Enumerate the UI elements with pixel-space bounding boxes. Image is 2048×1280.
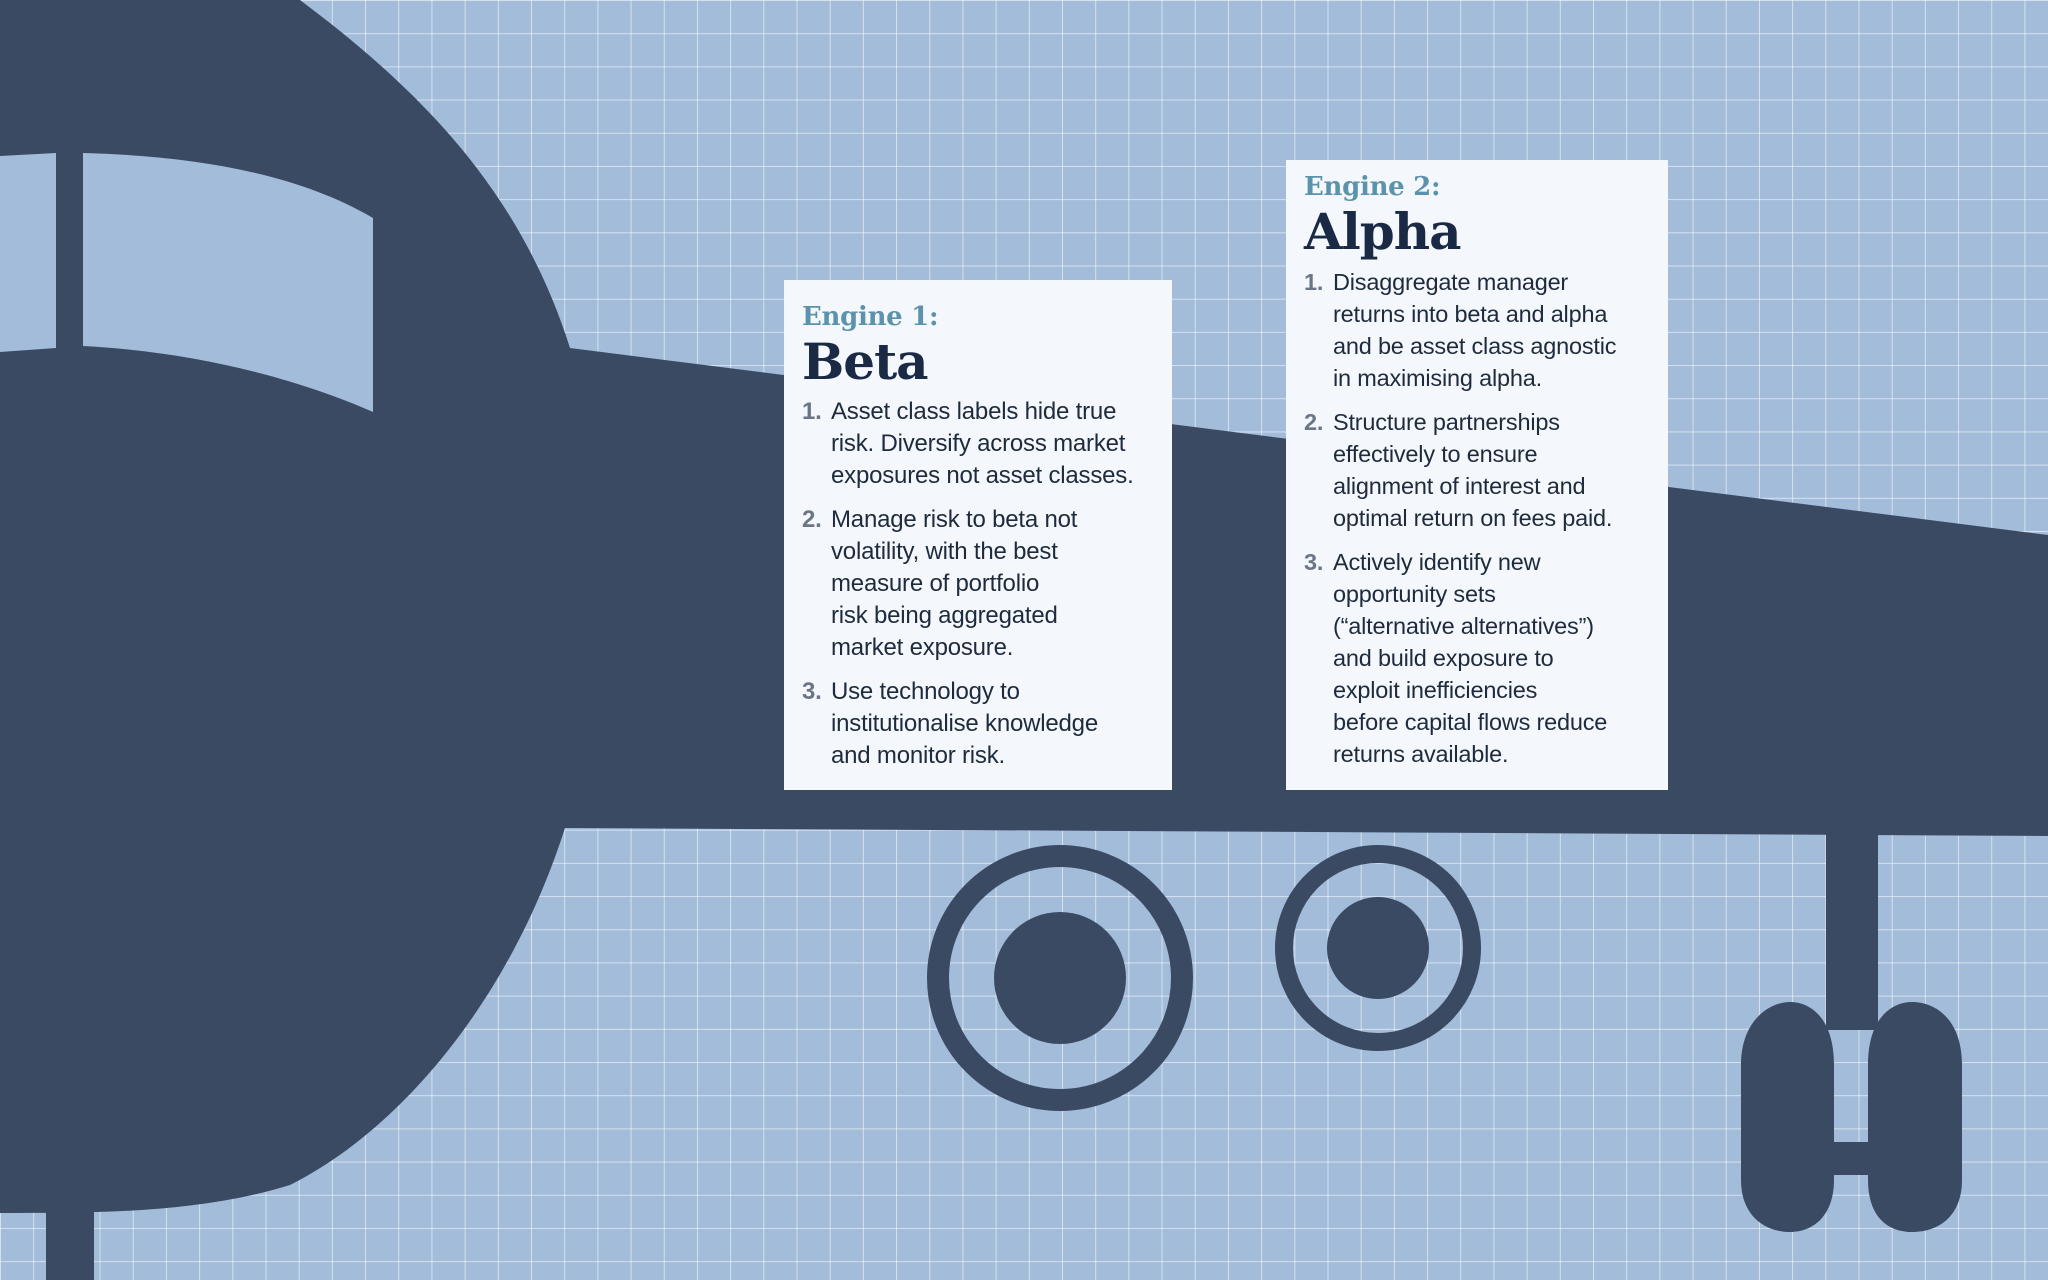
engine-2-ring — [1275, 845, 1481, 1051]
list-item-text: Structure partnerships effectively to en… — [1333, 409, 1613, 531]
list-item: 2. Manage risk to beta not volatility, w… — [802, 504, 1154, 664]
list-item-text: Manage risk to beta not volatility, with… — [831, 506, 1078, 661]
list-item: 2. Structure partnerships effectively to… — [1304, 406, 1650, 534]
engine-beta-card: Engine 1: Beta 1. Asset class labels hid… — [784, 280, 1172, 790]
list-item-number: 3. — [802, 678, 822, 705]
list-item-number: 3. — [1304, 549, 1324, 575]
engine-alpha-card: Engine 2: Alpha 1. Disaggregate manager … — [1286, 160, 1668, 790]
engine-alpha-points: 1. Disaggregate manager returns into bet… — [1304, 266, 1650, 770]
list-item-number: 1. — [802, 398, 822, 425]
engine-beta-title: Beta — [802, 332, 929, 391]
engine-beta-label: Engine 1: — [802, 302, 939, 332]
main-gear-wheels — [1741, 1002, 1962, 1232]
list-item-number: 1. — [1304, 269, 1324, 295]
engine-1-core — [994, 912, 1126, 1044]
cockpit-windows — [0, 153, 373, 412]
list-item-text: Actively identify new opportunity sets (… — [1333, 549, 1608, 767]
list-item: 3. Use technology to institutionalise kn… — [802, 676, 1154, 772]
list-item: 1. Disaggregate manager returns into bet… — [1304, 266, 1650, 394]
engine-alpha-title: Alpha — [1304, 202, 1462, 261]
main-gear-leg — [1826, 830, 1878, 1030]
list-item-text: Disaggregate manager returns into beta a… — [1333, 269, 1617, 391]
engine-beta-points: 1. Asset class labels hide true risk. Di… — [802, 396, 1154, 772]
list-item-text: Asset class labels hide true risk. Diver… — [831, 398, 1134, 489]
cockpit-window-left — [0, 153, 56, 352]
cockpit-window-right — [83, 153, 373, 412]
list-item-number: 2. — [802, 506, 822, 533]
engine-2-core — [1327, 897, 1429, 999]
nose-gear-leg — [46, 1200, 94, 1280]
list-item: 1. Asset class labels hide true risk. Di… — [802, 396, 1154, 492]
engine-alpha-label: Engine 2: — [1304, 172, 1441, 202]
list-item-number: 2. — [1304, 409, 1324, 435]
list-item: 3. Actively identify new opportunity set… — [1304, 546, 1650, 770]
list-item-text: Use technology to institutionalise knowl… — [831, 678, 1098, 769]
engine-1-ring — [927, 845, 1193, 1111]
